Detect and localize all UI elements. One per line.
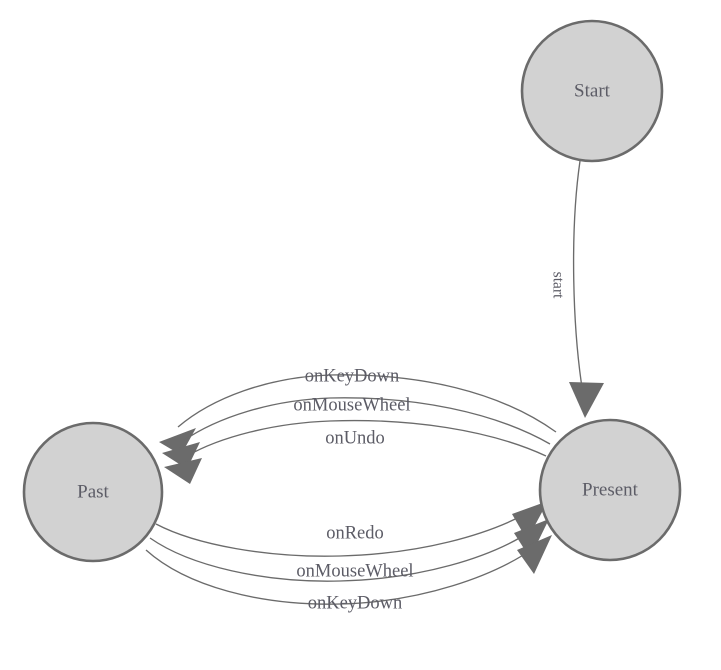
node-start-label: Start: [574, 80, 611, 101]
edge-past-to-present-onmousewheel-arrowhead-icon: [514, 519, 549, 558]
edge-present-to-past-onundo-path: [186, 419, 547, 457]
edge-label-past-present-onredo: onRedo: [326, 523, 384, 543]
edge-label-past-present-onmousewheel: onMouseWheel: [296, 561, 413, 581]
node-past[interactable]: Past: [22, 421, 164, 563]
node-present[interactable]: Present: [538, 418, 682, 562]
edge-present-to-past-onundo-arrowhead-icon: [164, 458, 202, 484]
edge-label-present-past-onkeydown: onKeyDown: [305, 366, 400, 386]
edge-past-to-present-onredo[interactable]: onRedo: [155, 501, 548, 557]
node-present-circle: [538, 418, 682, 562]
edge-past-to-present-onkeydown-arrowhead-icon: [517, 535, 552, 574]
edge-past-to-present-onredo-arrowhead-icon: [512, 501, 548, 540]
edge-present-to-past-onundo[interactable]: onUndo: [164, 419, 547, 484]
edge-past-to-present-onredo-path: [155, 511, 530, 557]
edge-present-to-past-onkeydown-path: [177, 374, 557, 433]
edge-present-to-past-onmousewheel[interactable]: onMouseWheel: [162, 395, 551, 469]
edge-start-to-present[interactable]: start: [549, 160, 604, 418]
edge-past-to-present-onmousewheel[interactable]: onMouseWheel: [149, 519, 549, 582]
edge-present-to-past-onmousewheel-arrowhead-icon: [162, 442, 200, 469]
edge-present-to-past-onmousewheel-path: [182, 397, 551, 445]
edge-start-to-present-path: [572, 160, 585, 401]
node-past-label: Past: [77, 481, 109, 502]
node-present-label: Present: [582, 479, 639, 500]
edge-past-to-present-onmousewheel-path: [149, 530, 532, 582]
edge-label-start: start: [549, 272, 566, 299]
node-past-circle: [22, 421, 164, 563]
edge-present-to-past-onkeydown-arrowhead-icon: [159, 428, 196, 455]
edge-present-to-past-onkeydown[interactable]: onKeyDown: [159, 366, 557, 455]
edge-start-to-present-arrowhead-icon: [569, 382, 604, 418]
edge-past-to-present-onkeydown-path: [145, 547, 535, 605]
node-start-circle: [520, 19, 664, 163]
edge-label-past-present-onkeydown: onKeyDown: [308, 593, 403, 613]
edge-label-present-past-onmousewheel: onMouseWheel: [293, 395, 410, 415]
edge-label-present-past-onundo: onUndo: [325, 428, 385, 448]
node-start[interactable]: Start: [520, 19, 664, 163]
edge-past-to-present-onkeydown[interactable]: onKeyDown: [145, 535, 552, 613]
